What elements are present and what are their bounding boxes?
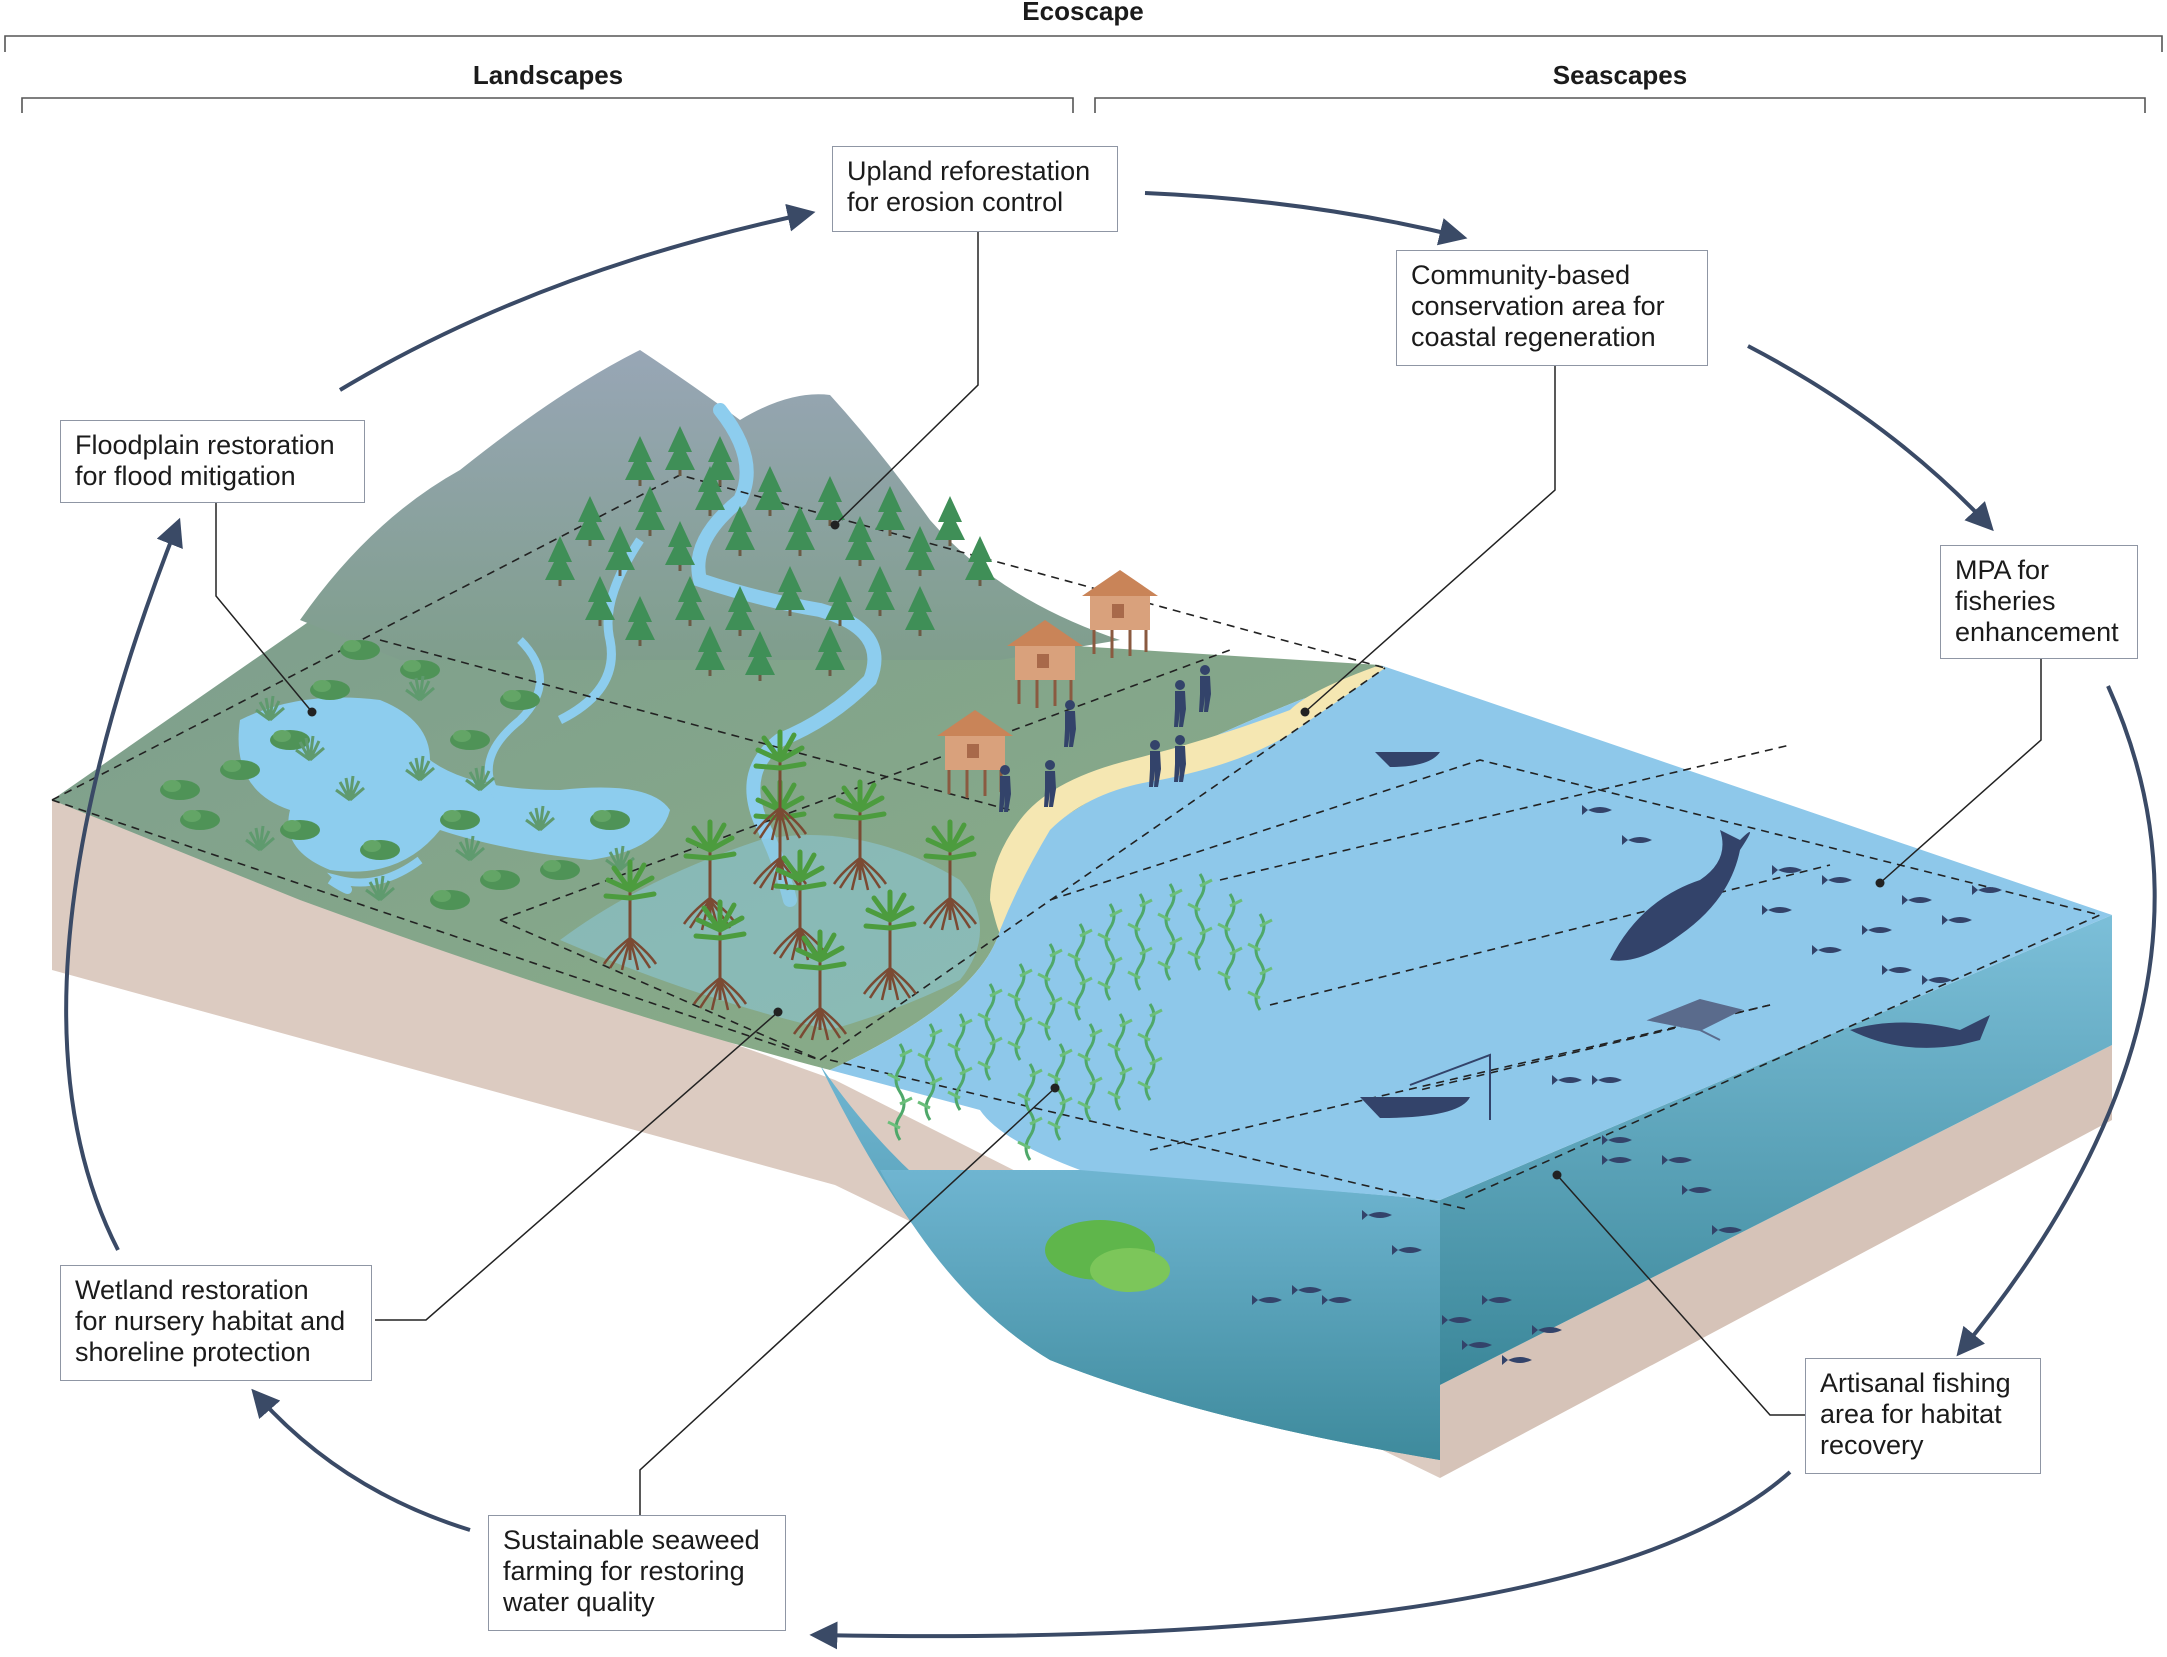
floodplain-pools bbox=[238, 697, 671, 872]
manta-ray bbox=[1646, 998, 1743, 1041]
seascapes-title: Seascapes bbox=[1552, 60, 1688, 90]
fishing-boat bbox=[1360, 1097, 1470, 1118]
sea-life bbox=[1252, 752, 2002, 1365]
rowboat bbox=[1375, 752, 1440, 767]
beach bbox=[990, 665, 1385, 932]
shark bbox=[1850, 1015, 1990, 1048]
ecoscape-title: Ecoscape bbox=[1022, 0, 1144, 26]
river bbox=[691, 403, 882, 907]
soil-side bbox=[1440, 1045, 2112, 1478]
cycle-arrows bbox=[64, 191, 2157, 1650]
fishing-rod bbox=[1409, 1053, 1491, 1120]
sea-top bbox=[830, 665, 2112, 1200]
ecoscape-bracket bbox=[4, 35, 2163, 52]
seaweed-farm bbox=[886, 872, 1274, 1292]
landscapes-title: Landscapes bbox=[472, 60, 624, 90]
seascapes-bracket bbox=[1094, 97, 2146, 113]
landscapes-bracket bbox=[21, 97, 1074, 113]
whale bbox=[1610, 830, 1750, 961]
leader-dots bbox=[307, 520, 1885, 1180]
